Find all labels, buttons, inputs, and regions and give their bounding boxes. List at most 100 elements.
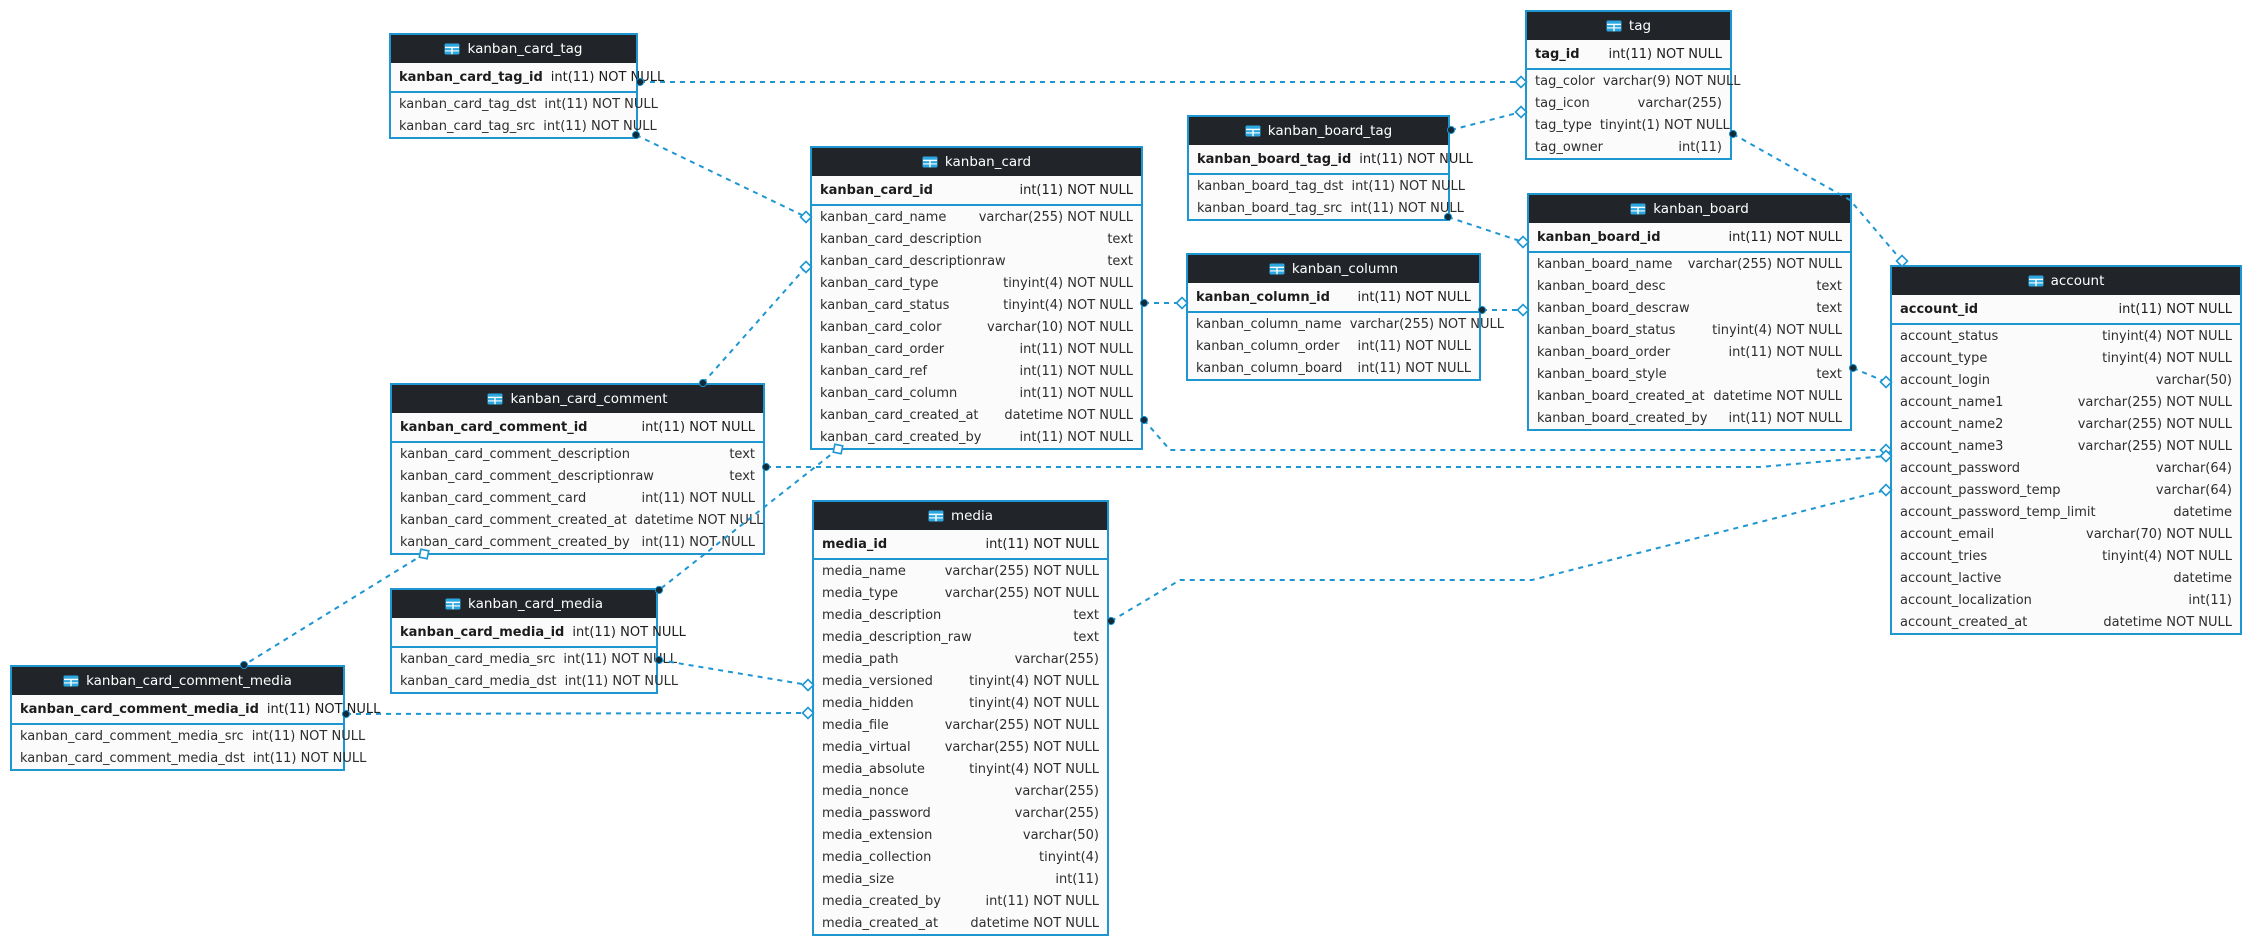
relationship-kanban_column-kanban_board[interactable] (1477, 303, 1530, 317)
table-header[interactable]: media (814, 502, 1107, 530)
relationship-kanban_card_comment_media-media[interactable] (341, 706, 815, 720)
relationship-kanban_board_tag-kanban_board[interactable] (1443, 212, 1530, 249)
relationship-kanban_card_comment-kanban_card_comment_media[interactable] (239, 548, 430, 670)
relationship-line[interactable] (658, 659, 809, 686)
table-header[interactable]: tag (1527, 12, 1730, 40)
relationship-kanban_card_tag-kanban_card[interactable] (631, 130, 813, 224)
relationship-kanban_card-kanban_card_media[interactable] (654, 443, 844, 595)
table-header[interactable]: kanban_column (1188, 255, 1479, 283)
relationship-line[interactable] (1450, 111, 1522, 131)
relationship-line[interactable] (658, 448, 839, 591)
relationship-line[interactable] (635, 134, 807, 218)
relationship-line[interactable] (1447, 216, 1524, 243)
relationship-line[interactable] (766, 455, 1887, 468)
relationship-kanban_card_comment-kanban_card[interactable] (698, 260, 813, 388)
relationship-line[interactable] (1852, 367, 1887, 383)
relationship-kanban_card-account[interactable] (1139, 415, 1893, 457)
table-header[interactable]: kanban_board_tag (1189, 117, 1448, 145)
table-header[interactable]: kanban_card_media (392, 590, 656, 618)
relationship-line[interactable] (702, 266, 807, 384)
table-header[interactable]: kanban_card_comment (392, 385, 763, 413)
table-header[interactable]: account (1892, 267, 2240, 295)
table-header[interactable]: kanban_card (812, 148, 1141, 176)
relationship-media-account[interactable] (1106, 483, 1893, 626)
relationship-line[interactable] (345, 712, 809, 715)
relationship-tag-account[interactable] (1728, 129, 1909, 268)
relationship-line[interactable] (243, 553, 425, 666)
table-header[interactable]: kanban_card_comment_media (12, 667, 343, 695)
relationship-kanban_card_tag-tag[interactable] (635, 75, 1528, 89)
table-header[interactable]: kanban_card_tag (391, 35, 636, 63)
table-header[interactable]: kanban_board (1529, 195, 1850, 223)
